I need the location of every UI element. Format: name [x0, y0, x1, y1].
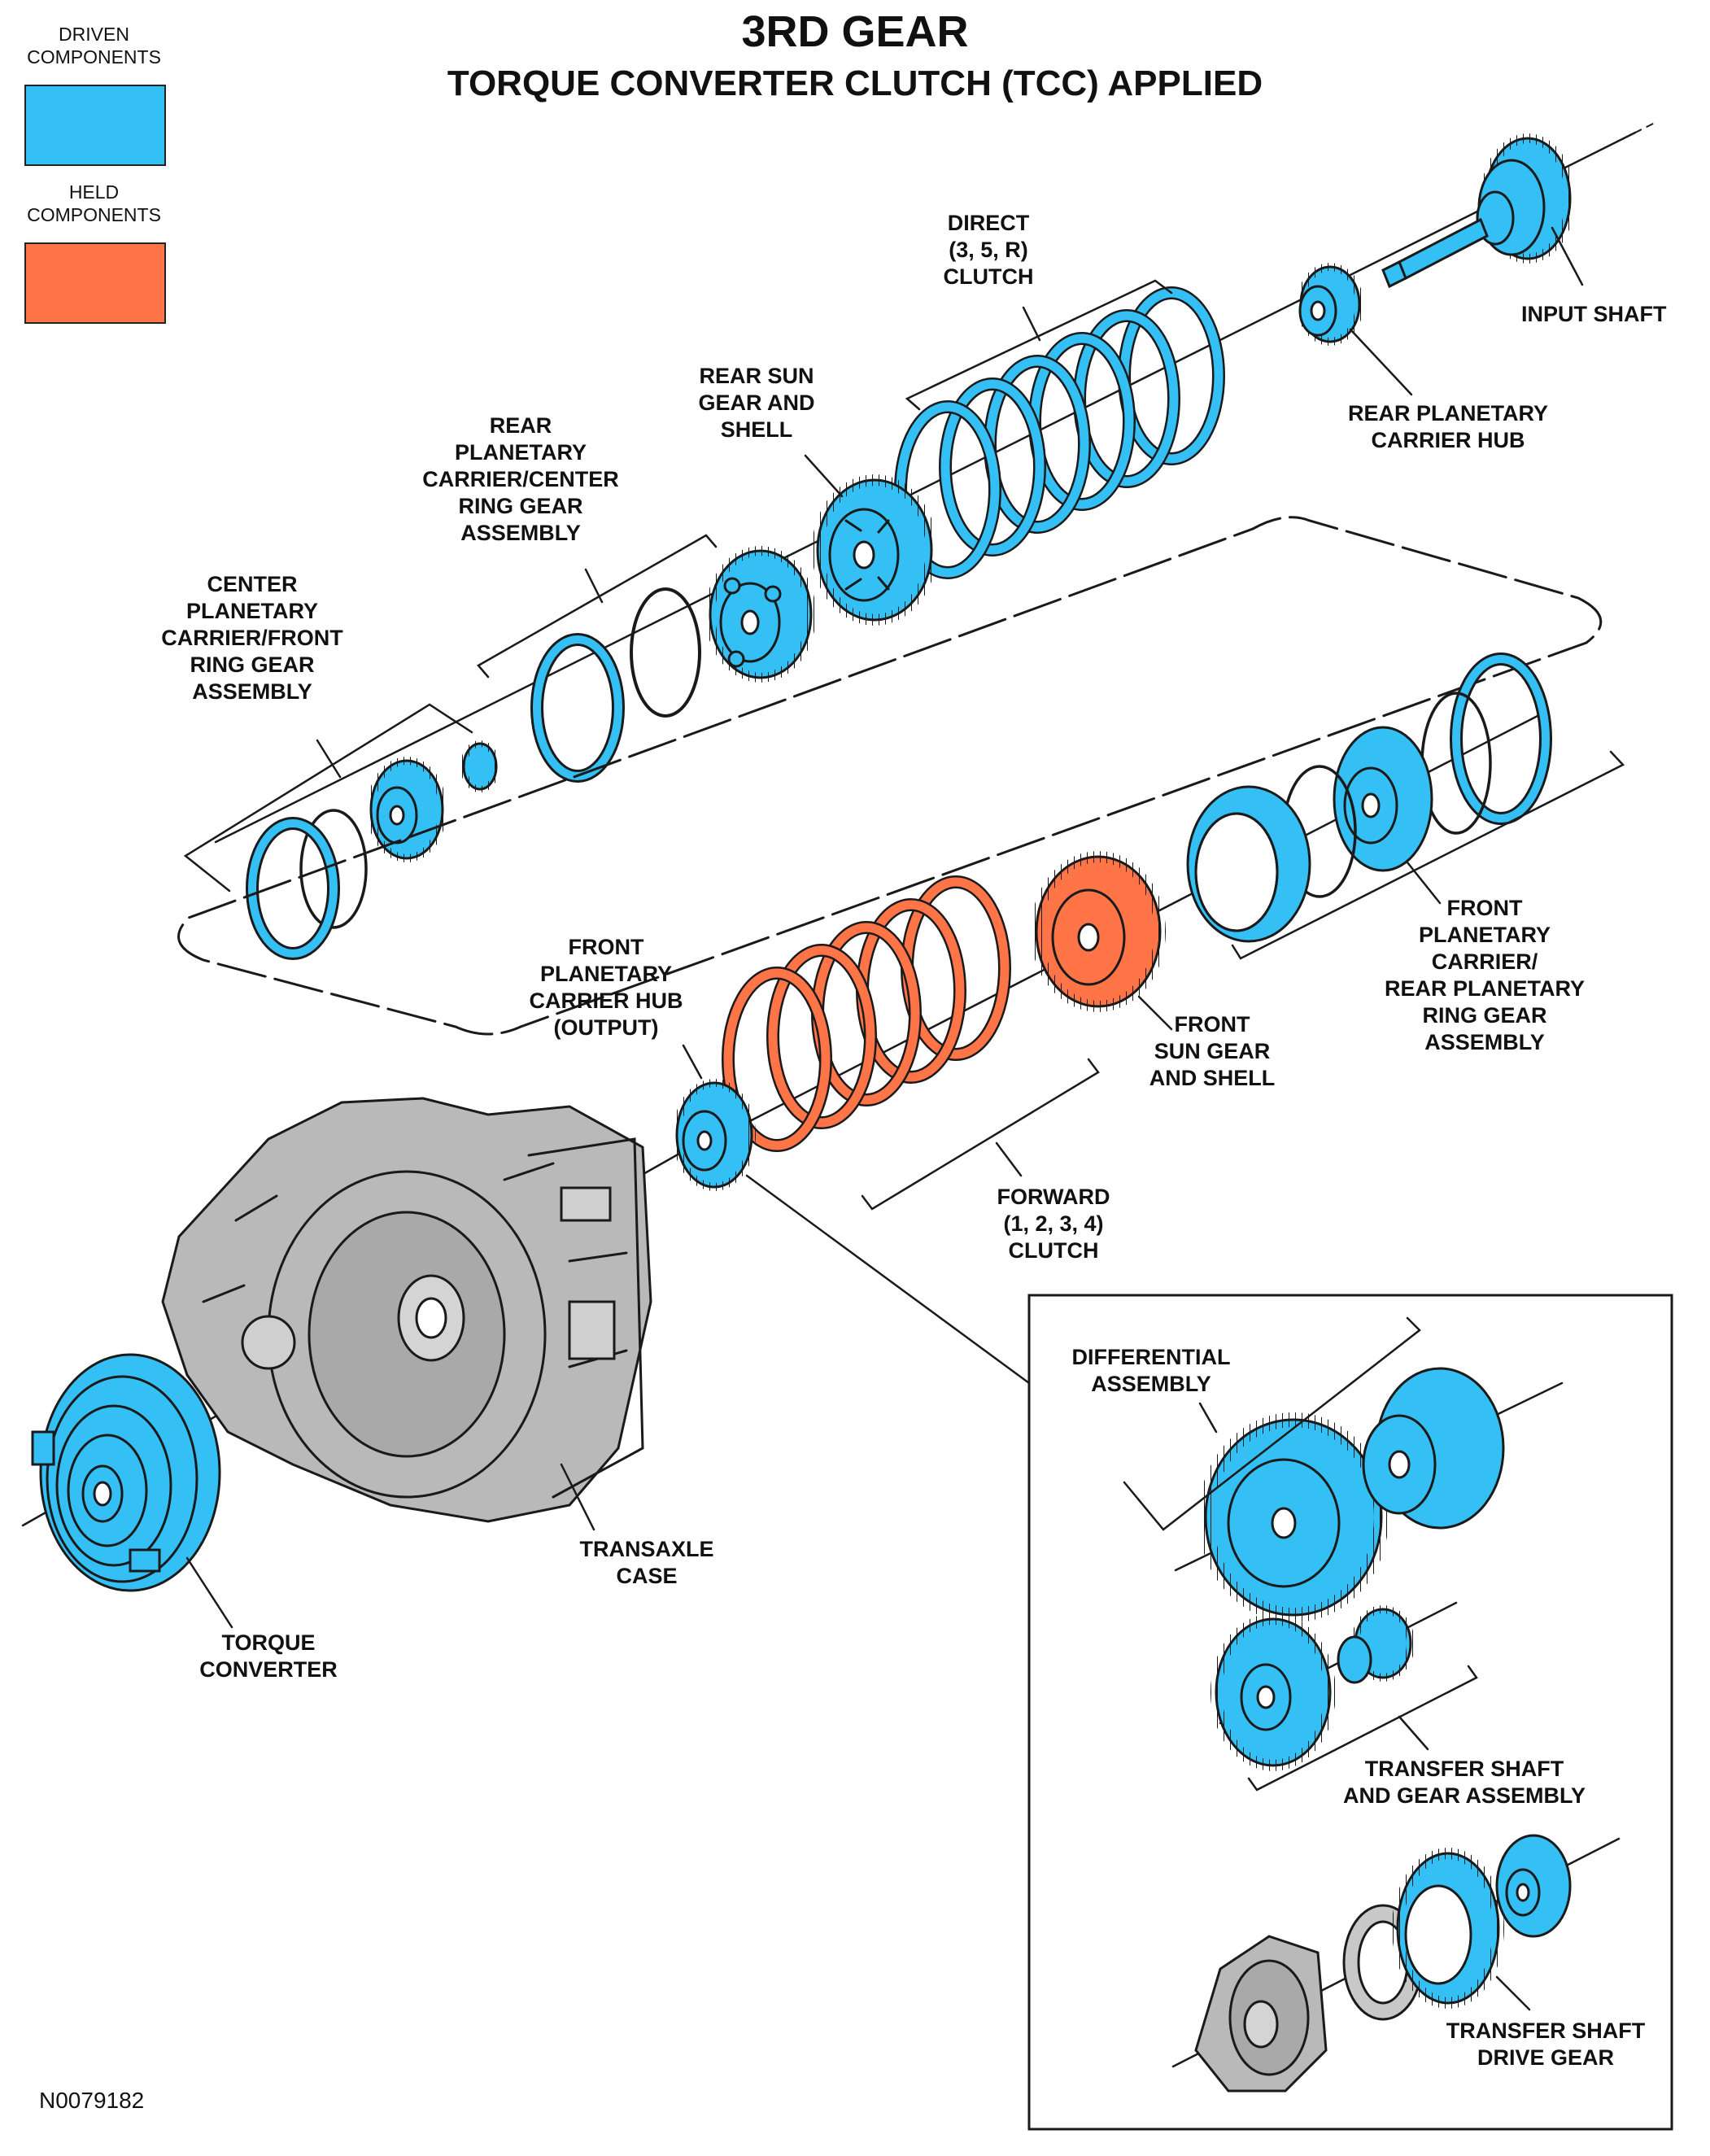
- rear-carrier-bracket: [477, 534, 718, 679]
- label-front-sun-gear: FRONT SUN GEAR AND SHELL: [1149, 1012, 1276, 1090]
- legend-driven-swatch: [24, 85, 166, 166]
- label-rear-planetary-carrier-hub: REAR PLANETARY CARRIER HUB: [1347, 401, 1548, 452]
- planetary-group-envelope: [177, 516, 1603, 1036]
- label-transaxle-case: TRANSAXLE CASE: [579, 1537, 714, 1588]
- front-ring-snap: [299, 809, 368, 929]
- differential-bracket: [1123, 1316, 1421, 1531]
- label-transfer-shaft-drive-gear: TRANSFER SHAFT DRIVE GEAR: [1446, 2019, 1646, 2070]
- front-ring-gear-part: [246, 817, 340, 960]
- page-subtitle: TORQUE CONVERTER CLUTCH (TCC) APPLIED: [447, 63, 1263, 103]
- transfer-shaft-bracket: [1247, 1665, 1478, 1792]
- inset-box: [1027, 1294, 1673, 2131]
- input-shaft-part: [1381, 133, 1575, 289]
- legend-driven-label: DRIVEN COMPONENTS: [27, 24, 161, 68]
- rear-sun-gear-part: [812, 474, 937, 626]
- upper-axis-line: [214, 131, 1637, 844]
- label-forward-clutch: FORWARD (1, 2, 3, 4) CLUTCH: [997, 1185, 1110, 1263]
- legend-held-swatch: [24, 242, 166, 324]
- output-to-inset-leader: [745, 1174, 1031, 1385]
- direct-clutch-plates: [894, 286, 1225, 579]
- label-direct-clutch: DIRECT (3, 5, R) CLUTCH: [943, 211, 1034, 289]
- label-center-planetary-carrier: CENTER PLANETARY CARRIER/FRONT RING GEAR…: [161, 572, 343, 704]
- transfer-shaft-drive-gear-part: [1194, 1834, 1572, 2093]
- rear-planetary-carrier-part: [705, 546, 816, 683]
- label-rear-sun-gear: REAR SUN GEAR AND SHELL: [698, 364, 815, 442]
- center-planetary-carrier-part: [367, 757, 447, 862]
- label-transfer-shaft-gear: TRANSFER SHAFT AND GEAR ASSEMBLY: [1342, 1757, 1586, 1808]
- torque-converter-part: [31, 1353, 221, 1592]
- snap-ring: [630, 587, 701, 718]
- rear-planetary-carrier-hub-part: [1297, 263, 1363, 346]
- figure-id: N0079182: [39, 2088, 145, 2113]
- transaxle-case-part: [161, 1097, 652, 1523]
- direct-clutch-bracket: [905, 279, 1173, 411]
- label-rear-planetary-carrier-center-ring: REAR PLANETARY CARRIER/CENTER RING GEAR …: [422, 413, 619, 545]
- forward-clutch-plates: [722, 875, 1011, 1152]
- label-torque-converter: TORQUE CONVERTER: [199, 1630, 338, 1682]
- forward-clutch-bracket: [861, 1058, 1100, 1211]
- center-ring-gear-part: [530, 633, 625, 783]
- label-input-shaft: INPUT SHAFT: [1521, 302, 1667, 326]
- front-planetary-carrier-hub-part: [673, 1079, 756, 1191]
- page-title: 3RD GEAR: [741, 7, 969, 56]
- label-front-planetary-carrier-hub: FRONT PLANETARY CARRIER HUB (OUTPUT): [529, 935, 683, 1040]
- center-carrier-bracket: [183, 703, 473, 893]
- differential-assembly-part: [1198, 1367, 1505, 1622]
- legend-held-label: HELD COMPONENTS: [27, 181, 161, 225]
- label-differential-assembly: DIFFERENTIAL ASSEMBLY: [1071, 1345, 1231, 1396]
- front-sun-gear-part: [1031, 851, 1166, 1012]
- label-front-planetary-carrier-rear-ring: FRONT PLANETARY CARRIER/ REAR PLANETARY …: [1384, 896, 1585, 1054]
- front-carrier-bracket: [1231, 750, 1625, 960]
- front-planetary-carrier-part: [1186, 652, 1552, 943]
- transfer-shaft-gear-part: [1211, 1605, 1415, 1771]
